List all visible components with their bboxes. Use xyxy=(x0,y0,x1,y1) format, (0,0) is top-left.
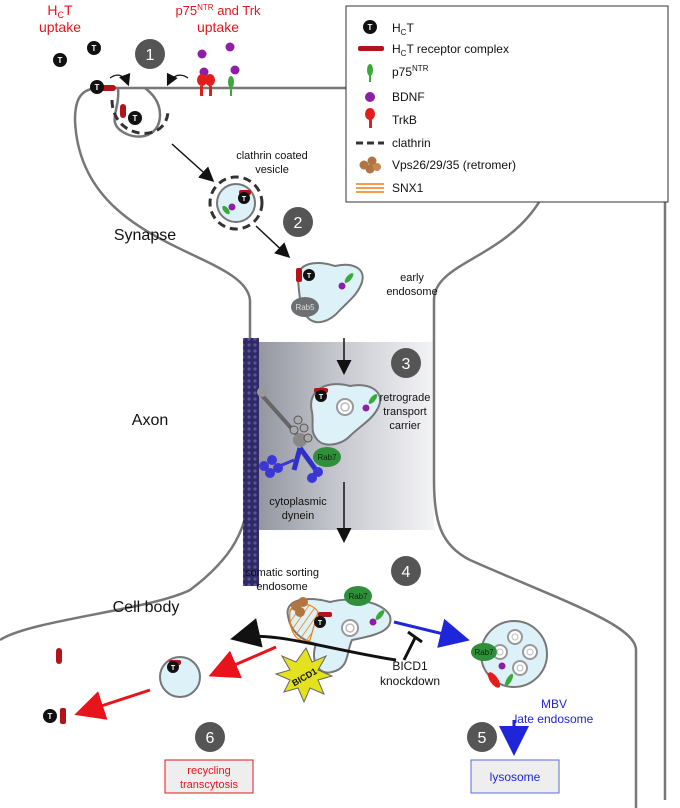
cell-body-label: Cell body xyxy=(113,599,180,616)
retrograde-label-2: transport xyxy=(383,406,426,418)
svg-text:1: 1 xyxy=(146,47,155,64)
hct-token-4: T xyxy=(128,111,142,125)
early-endosome-label: early xyxy=(400,272,424,284)
dynein-motor xyxy=(257,387,323,483)
receptor-complex-pit xyxy=(120,104,126,118)
recycling-arrow-1 xyxy=(208,645,277,679)
step-5: 5 xyxy=(467,722,497,752)
svg-text:Rab7: Rab7 xyxy=(317,453,337,462)
legend: T HCT HCT receptor complex p75NTR BDNF T… xyxy=(345,5,669,203)
svg-text:T: T xyxy=(319,394,324,401)
svg-text:T: T xyxy=(133,114,138,123)
recycling-vesicle: T xyxy=(159,656,201,698)
hct-uptake-label: HCT xyxy=(47,2,73,20)
dynein-label: cytoplasmic xyxy=(269,496,327,508)
retrograde-label: retrograde xyxy=(380,392,431,404)
legend-snx1: SNX1 xyxy=(392,181,424,195)
legend-retromer: Vps26/29/35 (retromer) xyxy=(392,158,516,172)
bdnf-dot xyxy=(225,42,235,52)
recycling-arrow-2 xyxy=(74,688,151,720)
svg-text:Rab5: Rab5 xyxy=(295,303,315,312)
p75-trk-uptake-label-line2: uptake xyxy=(197,19,239,35)
legend-hct: HCT xyxy=(392,21,414,37)
recycling-box xyxy=(164,759,254,794)
svg-text:T: T xyxy=(307,273,312,280)
hct-uptake-label-line2: uptake xyxy=(39,19,81,35)
trkb-icon xyxy=(365,108,375,128)
clathrin-vesicle-label: clathrin coated xyxy=(236,150,308,162)
clathrin-vesicle-label-2: vesicle xyxy=(255,164,289,176)
bicd1-knockdown-label: BICD1 xyxy=(392,659,428,673)
bdnf-icon xyxy=(365,92,375,102)
hct-token-membrane: T xyxy=(43,709,57,723)
retrograde-transport-carrier: T Rab7 xyxy=(310,383,381,467)
svg-text:T: T xyxy=(318,620,323,627)
mbv-late-endosome: Rab7 xyxy=(471,620,548,688)
receptor-complex-lower xyxy=(56,648,62,664)
bicd1-knockdown-inhibitor xyxy=(402,630,423,661)
svg-text:T: T xyxy=(242,196,247,203)
bicd1-knockdown-label-2: knockdown xyxy=(380,674,440,688)
synapse-label: Synapse xyxy=(114,227,176,244)
svg-text:T: T xyxy=(58,56,63,65)
svg-text:6: 6 xyxy=(206,730,215,747)
step-3: 3 xyxy=(391,348,421,378)
hct-token-2: T xyxy=(87,41,101,55)
svg-text:T: T xyxy=(171,665,176,672)
legend-trkb: TrkB xyxy=(392,113,417,127)
axon-label: Axon xyxy=(132,412,168,429)
somatic-sorting-endosome: T Rab7 xyxy=(286,586,392,674)
svg-text:Rab7: Rab7 xyxy=(348,592,368,601)
legend-p75: p75NTR xyxy=(392,64,429,79)
svg-text:T: T xyxy=(368,23,373,32)
early-endosome: T Rab5 xyxy=(291,262,364,324)
retrograde-label-3: carrier xyxy=(389,420,421,432)
step-2: 2 xyxy=(283,207,313,237)
p75-icon xyxy=(367,64,373,82)
bicd1-starburst: BICD1 xyxy=(274,646,334,704)
svg-text:Rab7: Rab7 xyxy=(474,648,494,657)
bdnf-dot xyxy=(197,49,207,59)
somatic-sorting-label-2: endosome xyxy=(256,581,307,593)
clathrin-coated-pit xyxy=(110,87,170,138)
legend-receptor-complex: HCT receptor complex xyxy=(392,42,509,58)
step-6: 6 xyxy=(195,722,225,752)
receptor-complex-icon xyxy=(358,46,384,51)
hct-token-3: T xyxy=(90,80,104,94)
recycling-label-2: transcytosis xyxy=(180,779,239,791)
legend-bdnf: BDNF xyxy=(392,90,425,104)
retromer-icon xyxy=(359,156,381,174)
legend-clathrin: clathrin xyxy=(392,136,431,150)
svg-text:T: T xyxy=(92,44,97,53)
svg-text:2: 2 xyxy=(294,215,303,232)
early-endosome-label-2: endosome xyxy=(386,286,437,298)
step-1: 1 xyxy=(135,39,165,69)
clathrin-coated-vesicle: T xyxy=(208,175,264,231)
dynein-label-2: dynein xyxy=(282,510,314,522)
recycling-pathway-arrow xyxy=(230,618,397,662)
p75-trk-uptake-label: p75NTR and Trk xyxy=(175,3,261,18)
somatic-sorting-label: somatic sorting xyxy=(245,567,319,579)
mbv-label-2: late endosome xyxy=(515,712,594,726)
degradative-pathway-arrow xyxy=(393,618,470,648)
hct-icon: T xyxy=(363,20,377,34)
svg-text:5: 5 xyxy=(478,730,487,747)
mbv-label: MBV xyxy=(541,697,567,711)
lysosome-box xyxy=(470,759,560,794)
svg-text:T: T xyxy=(95,83,100,92)
snx1-icon xyxy=(356,183,384,193)
step-4: 4 xyxy=(391,556,421,586)
svg-text:4: 4 xyxy=(402,564,411,581)
svg-text:3: 3 xyxy=(402,356,411,373)
hct-token-1: T xyxy=(53,53,67,67)
svg-text:T: T xyxy=(48,712,53,721)
bdnf-dot xyxy=(230,65,240,75)
lysosome-label: lysosome xyxy=(490,770,541,784)
p75-receptor xyxy=(228,76,234,96)
recycling-label: recycling xyxy=(187,765,230,777)
microtubule xyxy=(243,338,259,586)
trkb-receptor xyxy=(197,74,215,96)
